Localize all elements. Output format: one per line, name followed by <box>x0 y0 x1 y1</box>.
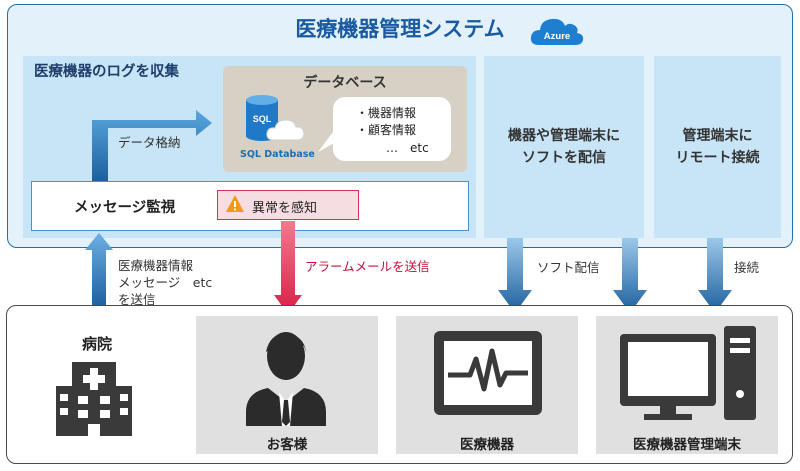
balloon-item: ・機器情報 <box>356 106 417 120</box>
software-delivery-column <box>484 56 644 238</box>
soft-delivery-arrow <box>612 238 648 318</box>
soft-delivery-label: ソフト配信 <box>537 260 600 275</box>
send-info-label: を送信 <box>118 292 156 307</box>
remote-connect-text: 管理端末に リモート接続 <box>675 128 760 166</box>
store-label: データ格納 <box>118 135 181 150</box>
connect-arrow <box>697 238 733 318</box>
warning-icon <box>225 194 245 217</box>
soft-delivery-arrow <box>497 238 533 318</box>
balloon-item: ・顧客情報 <box>356 123 417 137</box>
alert-label: 異常を感知 <box>252 201 318 216</box>
sql-icon-text: SQL <box>253 114 272 124</box>
database-label: データベース <box>303 75 387 91</box>
customer-label: お客様 <box>266 437 308 453</box>
medical-monitor-icon <box>432 329 544 423</box>
hospital-label: 病院 <box>82 335 113 353</box>
send-info-arrow <box>84 232 114 312</box>
store-arrow <box>84 106 216 186</box>
message-monitor-label: メッセージ監視 <box>74 200 176 216</box>
sql-database-caption: SQL Database <box>240 149 315 160</box>
send-info-label: メッセージ etc <box>118 275 213 290</box>
alarm-mail-arrow <box>273 221 303 319</box>
database-contents-balloon <box>333 97 451 161</box>
terminal-label: 医療機器管理端末 <box>633 437 741 453</box>
medical-device-label: 医療機器 <box>460 437 514 453</box>
connect-label: 接続 <box>734 260 760 275</box>
balloon-tail <box>318 128 338 158</box>
sql-database-icon: SQL <box>236 92 326 154</box>
azure-badge: Azure <box>544 31 570 42</box>
alarm-mail-label: アラームメールを送信 <box>305 259 430 274</box>
system-title: 医療機器管理システム <box>295 17 505 41</box>
log-collection-label: 医療機器のログを収集 <box>34 64 179 80</box>
software-delivery-text: 機器や管理端末に ソフトを配信 <box>508 128 620 166</box>
hospital-building-icon <box>56 362 132 440</box>
computer-terminal-icon <box>620 324 760 428</box>
alert-box <box>217 190 359 220</box>
customer-icon <box>244 322 328 430</box>
send-info-label: 医療機器情報 <box>118 258 194 273</box>
azure-cloud-icon: Azure <box>529 14 585 52</box>
remote-connect-column <box>654 56 781 238</box>
balloon-item: … etc <box>386 141 429 155</box>
